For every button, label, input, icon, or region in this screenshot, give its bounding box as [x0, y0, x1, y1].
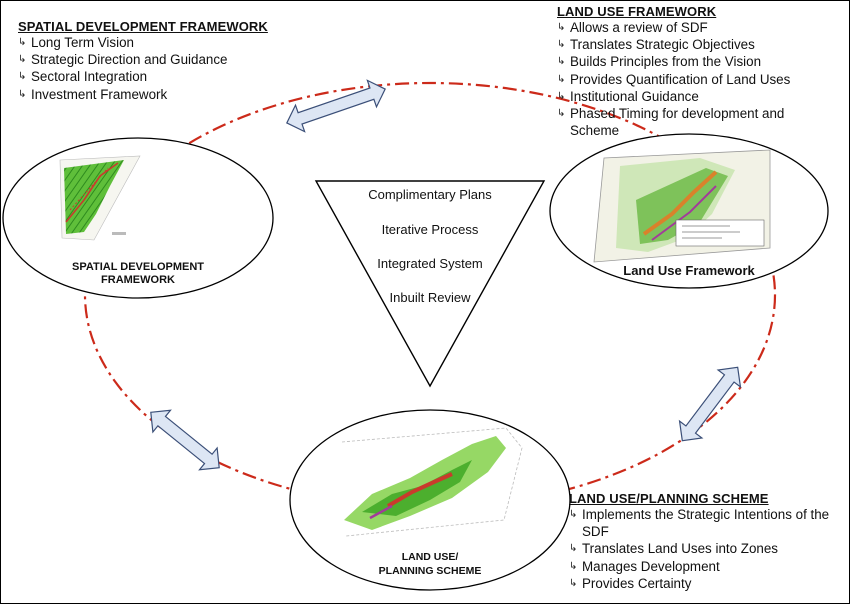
triangle-line-2: Iterative Process [381, 222, 479, 237]
scheme-title: LAND USE/PLANNING SCHEME [569, 491, 769, 506]
double-arrow-icon [286, 79, 386, 133]
luf-map-thumbnail [593, 149, 771, 263]
sdf-caption: SPATIAL DEVELOPMENT FRAMEWORK [71, 261, 204, 286]
scheme-block: LAND USE/PLANNING SCHEME ↳Implements the… [569, 491, 839, 592]
triangle-line-1: Complimentary Plans [368, 187, 492, 202]
list-item: ↳Investment Framework [18, 86, 168, 102]
triangle-line-3: Integrated System [377, 256, 483, 271]
list-item: ↳Provides Quantification of Land Uses [557, 71, 791, 87]
hook-arrow-icon: ↳ [569, 543, 578, 555]
luf-block: LAND USE FRAMEWORK ↳Allows a review of S… [557, 4, 817, 139]
list-item: ↳Institutional Guidance [557, 88, 699, 104]
list-item: ↳Builds Principles from the Vision [557, 54, 762, 70]
scheme-caption: LAND USE/ PLANNING SCHEME [378, 551, 482, 577]
sdf-block: SPATIAL DEVELOPMENT FRAMEWORK ↳Long Term… [18, 19, 268, 103]
hook-arrow-icon: ↳ [557, 39, 566, 51]
list-item: ↳Manages Development [569, 558, 720, 574]
list-item: ↳Sectoral Integration [18, 69, 148, 85]
hook-arrow-icon: ↳ [557, 73, 566, 85]
hook-arrow-icon: ↳ [557, 56, 566, 68]
list-item: ↳Phased Timing for development and Schem… [557, 106, 785, 139]
list-item: ↳Allows a review of SDF [557, 20, 708, 35]
scheme-list: ↳Implements the Strategic Intentions of … [569, 506, 839, 592]
triangle-line-4: Inbuilt Review [389, 290, 471, 305]
list-item: ↳Strategic Direction and Guidance [18, 52, 228, 68]
hook-arrow-icon: ↳ [18, 37, 27, 48]
sdf-title: SPATIAL DEVELOPMENT FRAMEWORK [18, 19, 268, 34]
sdf-list: ↳Long Term Vision ↳Strategic Direction a… [18, 34, 268, 103]
luf-list: ↳Allows a review of SDF ↳Translates Stra… [557, 19, 817, 139]
hook-arrow-icon: ↳ [557, 22, 566, 33]
list-item: ↳Translates Strategic Objectives [557, 37, 755, 53]
hook-arrow-icon: ↳ [557, 108, 566, 120]
list-item: ↳Provides Certainty [569, 575, 692, 591]
luf-caption: Land Use Framework [623, 263, 755, 278]
hook-arrow-icon: ↳ [569, 560, 578, 572]
hook-arrow-icon: ↳ [569, 509, 578, 520]
list-item: ↳Translates Land Uses into Zones [569, 541, 779, 557]
hook-arrow-icon: ↳ [18, 54, 27, 66]
scheme-map-thumbnail [341, 427, 523, 537]
hook-arrow-icon: ↳ [18, 71, 27, 83]
list-item: ↳Long Term Vision [18, 35, 134, 50]
list-item: ↳Implements the Strategic Intentions of … [569, 507, 830, 540]
hook-arrow-icon: ↳ [18, 88, 27, 100]
double-arrow-icon [150, 409, 220, 471]
double-arrow-icon [678, 366, 742, 442]
sdf-map-thumbnail [59, 155, 141, 241]
hook-arrow-icon: ↳ [557, 90, 566, 102]
center-triangle [314, 180, 546, 388]
hook-arrow-icon: ↳ [569, 577, 578, 589]
luf-title: LAND USE FRAMEWORK [557, 4, 717, 19]
